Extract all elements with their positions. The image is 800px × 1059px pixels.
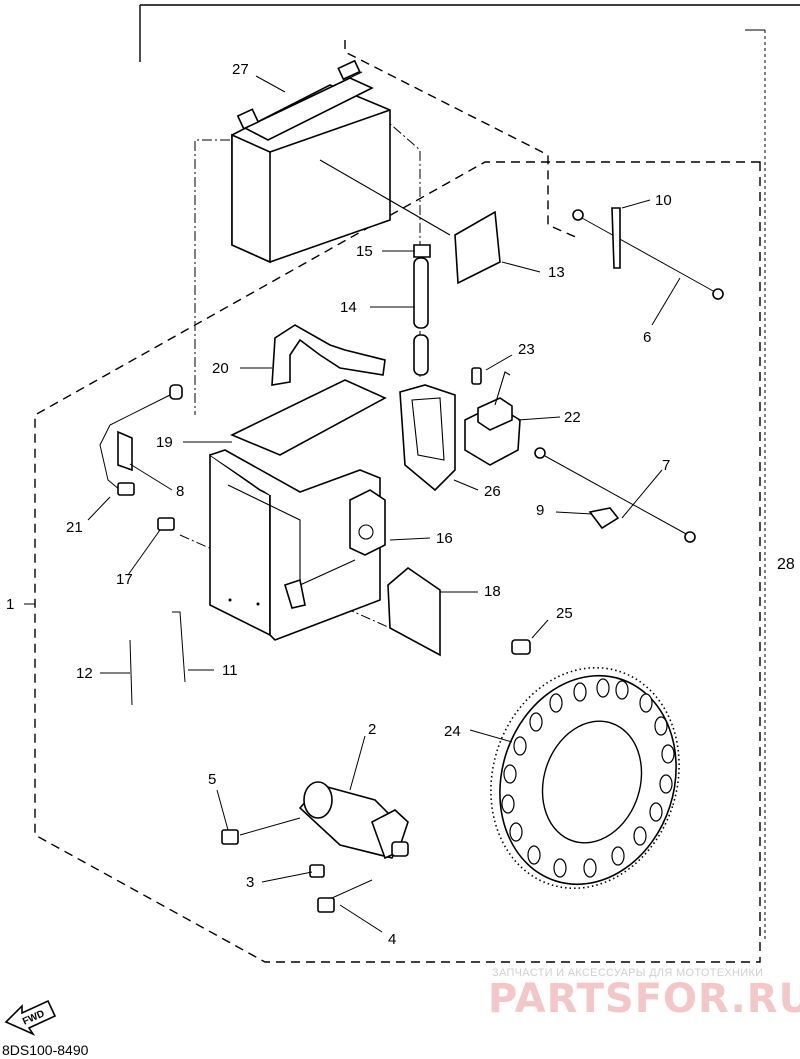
relay-holder bbox=[399, 384, 456, 492]
callout-11: 11 bbox=[222, 662, 238, 679]
callout-9: 9 bbox=[536, 502, 544, 519]
watermark-logo: PARTSFOR.RU bbox=[488, 976, 800, 1022]
callout-12: 12 bbox=[76, 665, 93, 682]
callout-25: 25 bbox=[556, 605, 573, 622]
lead-7 bbox=[534, 447, 696, 543]
callout-2: 2 bbox=[368, 721, 376, 738]
callout-5: 5 bbox=[208, 771, 216, 788]
callout-24: 24 bbox=[444, 723, 461, 740]
starter-relay bbox=[464, 367, 521, 466]
callout-10: 10 bbox=[655, 192, 672, 209]
watermark: ЗАПЧАСТИ И АКСЕССУАРЫ ДЛЯ МОТОТЕХНИКИ PA… bbox=[488, 967, 800, 1022]
callout-28: 28 bbox=[777, 556, 795, 573]
cushion bbox=[230, 379, 387, 456]
bolt-4 bbox=[317, 879, 373, 913]
fwd-arrow-icon: FWD bbox=[4, 999, 57, 1036]
callout-1: 1 bbox=[6, 596, 14, 613]
assembly-28-outline bbox=[344, 40, 579, 239]
callout-20: 20 bbox=[212, 360, 229, 377]
battery bbox=[231, 59, 451, 264]
callout-27: 27 bbox=[232, 61, 249, 78]
callout-13: 13 bbox=[548, 264, 565, 281]
battery-box bbox=[209, 449, 386, 641]
callout-19: 19 bbox=[156, 434, 173, 451]
callout-23: 23 bbox=[518, 341, 535, 358]
callout-7: 7 bbox=[662, 457, 670, 474]
band-11 bbox=[172, 611, 186, 683]
bolt-17 bbox=[157, 517, 175, 531]
callout-21: 21 bbox=[66, 519, 83, 536]
starter-motor bbox=[298, 781, 409, 860]
callout-6: 6 bbox=[643, 329, 651, 346]
battery-band bbox=[271, 324, 386, 386]
battery-pad bbox=[454, 210, 501, 285]
callout-8: 8 bbox=[176, 483, 184, 500]
lead-21 bbox=[99, 384, 183, 496]
cover bbox=[387, 566, 441, 657]
callout-3: 3 bbox=[246, 874, 254, 891]
bolt-5 bbox=[221, 817, 301, 845]
leader-lines bbox=[24, 75, 681, 933]
starter-wheel-gear bbox=[490, 666, 680, 890]
callout-16: 16 bbox=[436, 530, 453, 547]
callout-14: 14 bbox=[340, 299, 357, 316]
breather-tube bbox=[413, 244, 431, 376]
callout-18: 18 bbox=[484, 583, 501, 600]
watermark-tagline: ЗАПЧАСТИ И АКСЕССУАРЫ ДЛЯ МОТОТЕХНИКИ bbox=[492, 967, 763, 979]
callout-26: 26 bbox=[484, 483, 501, 500]
nut-3 bbox=[309, 864, 325, 878]
bolt-25 bbox=[511, 639, 531, 655]
callout-15: 15 bbox=[356, 243, 373, 260]
callout-4: 4 bbox=[388, 931, 396, 948]
callout-22: 22 bbox=[564, 409, 581, 426]
band-12 bbox=[129, 639, 133, 706]
diagram-code: 8DS100-8490 bbox=[2, 1042, 89, 1058]
assembly-1-outline bbox=[34, 161, 761, 963]
lead-6 bbox=[572, 207, 724, 300]
callout-17: 17 bbox=[116, 571, 133, 588]
frame-lines bbox=[139, 4, 800, 62]
callouts: 1 2 3 4 5 6 7 8 9 10 11 12 13 14 15 16 1… bbox=[6, 61, 795, 948]
